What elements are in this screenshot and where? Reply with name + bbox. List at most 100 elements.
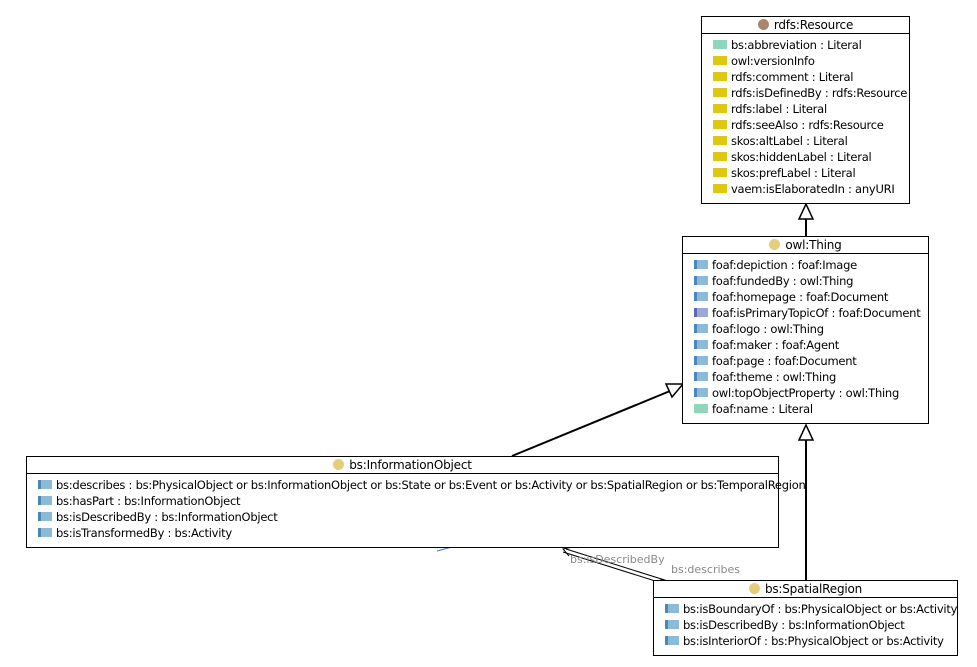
property-label: owl:versionInfo [731,54,815,68]
object-property-icon [38,528,52,537]
property-label: foaf:logo : owl:Thing [712,322,824,336]
property-label: foaf:fundedBy : owl:Thing [712,274,854,288]
subclass-arrowhead [797,202,815,220]
property-label: vaem:isElaboratedIn : anyURI [731,182,895,196]
annotation-property-icon [713,168,727,177]
object-property-icon [694,292,708,301]
owl-class-icon [333,459,345,470]
property-label: bs:isBoundaryOf : bs:PhysicalObject or b… [683,602,958,616]
property-row[interactable]: bs:isTransformedBy : bs:Activity [27,525,778,541]
property-label: bs:isInteriorOf : bs:PhysicalObject or b… [683,634,944,648]
property-label: foaf:isPrimaryTopicOf : foaf:Document [712,306,921,320]
property-row[interactable]: skos:hiddenLabel : Literal [702,149,909,165]
property-row[interactable]: owl:versionInfo [702,53,909,69]
property-label: skos:hiddenLabel : Literal [731,150,872,164]
property-row[interactable]: foaf:fundedBy : owl:Thing [683,273,928,289]
owl-class-icon [769,239,781,250]
object-property-icon [665,636,679,645]
property-label: foaf:depiction : foaf:Image [712,258,857,272]
property-row[interactable]: bs:describes : bs:PhysicalObject or bs:I… [27,477,806,493]
object-property-icon [694,388,708,397]
object-property-icon [694,356,708,365]
property-label: foaf:maker : foaf:Agent [712,338,840,352]
property-label: bs:isTransformedBy : bs:Activity [56,526,232,540]
property-label: rdfs:label : Literal [731,102,827,116]
annotation-property-icon [713,136,727,145]
rdfs-class-icon [757,19,769,30]
subclass-arrowhead [664,383,685,399]
object-property-icon [38,480,52,489]
property-row[interactable]: bs:hasPart : bs:InformationObject [27,493,778,509]
property-label: rdfs:seeAlso : rdfs:Resource [731,118,884,132]
property-label: bs:describes : bs:PhysicalObject or bs:I… [56,478,806,492]
property-label: rdfs:comment : Literal [731,70,854,84]
property-label: bs:isDescribedBy : bs:InformationObject [683,618,905,632]
annotation-property-icon [713,120,727,129]
property-row[interactable]: foaf:theme : owl:Thing [683,369,928,385]
property-list: foaf:depiction : foaf:Image foaf:fundedBy… [683,254,928,417]
owl-class-icon [748,583,760,594]
class-header: bs:InformationObject [27,457,778,474]
property-row[interactable]: owl:topObjectProperty : owl:Thing [683,385,928,401]
property-label: skos:altLabel : Literal [731,134,848,148]
annotation-property-icon [713,152,727,161]
property-row[interactable]: bs:isInteriorOf : bs:PhysicalObject or b… [654,633,957,649]
subclass-edge-information-object-to-thing [511,383,685,457]
property-row[interactable]: foaf:maker : foaf:Agent [683,337,928,353]
annotation-property-icon [713,88,727,97]
property-row[interactable]: rdfs:seeAlso : rdfs:Resource [702,117,909,133]
object-property-icon [694,372,708,381]
data-property-icon [694,404,708,413]
class-information-object[interactable]: bs:InformationObject bs:describes : bs:P… [26,456,806,548]
annotation-property-icon [713,72,727,81]
object-property-icon [694,260,708,269]
property-row[interactable]: foaf:name : Literal [683,401,928,417]
property-row[interactable]: foaf:page : foaf:Document [683,353,928,369]
property-label: bs:abbreviation : Literal [731,38,862,52]
object-property-icon [665,604,679,613]
class-header: owl:Thing [683,237,928,254]
class-spatial-region[interactable]: bs:SpatialRegion bs:isBoundaryOf : bs:Ph… [653,580,958,656]
class-rdfs-resource[interactable]: rdfs:Resource bs:abbreviation : Literal o… [701,16,910,204]
annotation-property-icon [713,104,727,113]
property-label: bs:hasPart : bs:InformationObject [56,494,241,508]
property-row[interactable]: bs:isDescribedBy : bs:InformationObject [27,509,778,525]
property-row[interactable]: foaf:homepage : foaf:Document [683,289,928,305]
property-row[interactable]: skos:altLabel : Literal [702,133,909,149]
property-row[interactable]: vaem:isElaboratedIn : anyURI [702,181,909,197]
inverse-property-icon [694,308,708,317]
property-list: bs:describes : bs:PhysicalObject or bs:I… [27,474,806,541]
class-title: bs:InformationObject [349,458,472,472]
property-row[interactable]: bs:isBoundaryOf : bs:PhysicalObject or b… [654,601,957,617]
property-row[interactable]: foaf:logo : owl:Thing [683,321,928,337]
class-title: bs:SpatialRegion [764,582,863,596]
property-row[interactable]: bs:isDescribedBy : bs:InformationObject [654,617,957,633]
property-row[interactable]: bs:abbreviation : Literal [702,37,909,53]
object-property-icon [38,512,52,521]
class-header: rdfs:Resource [702,17,909,34]
property-label: foaf:page : foaf:Document [712,354,857,368]
annotation-property-icon [713,56,727,65]
object-property-icon [694,340,708,349]
annotation-property-icon [713,184,727,193]
property-row[interactable]: rdfs:isDefinedBy : rdfs:Resource [702,85,909,101]
property-label: skos:prefLabel : Literal [731,166,856,180]
property-row[interactable]: foaf:depiction : foaf:Image [683,257,928,273]
edge-label-is-described-by[interactable]: bs:isDescribedBy [570,553,665,566]
property-label: foaf:theme : owl:Thing [712,370,837,384]
property-row[interactable]: foaf:isPrimaryTopicOf : foaf:Document [683,305,928,321]
edge-label-describes[interactable]: bs:describes [671,563,740,576]
property-row[interactable]: skos:prefLabel : Literal [702,165,909,181]
subclass-arrowhead [797,423,815,441]
object-property-icon [38,496,52,505]
class-title: rdfs:Resource [773,18,854,32]
property-label: rdfs:isDefinedBy : rdfs:Resource [731,86,908,100]
object-property-icon [694,276,708,285]
property-row[interactable]: rdfs:label : Literal [702,101,909,117]
property-row[interactable]: rdfs:comment : Literal [702,69,909,85]
property-label: bs:isDescribedBy : bs:InformationObject [56,510,278,524]
property-label: foaf:name : Literal [712,402,813,416]
property-label: foaf:homepage : foaf:Document [712,290,889,304]
property-arrowhead [562,546,574,557]
